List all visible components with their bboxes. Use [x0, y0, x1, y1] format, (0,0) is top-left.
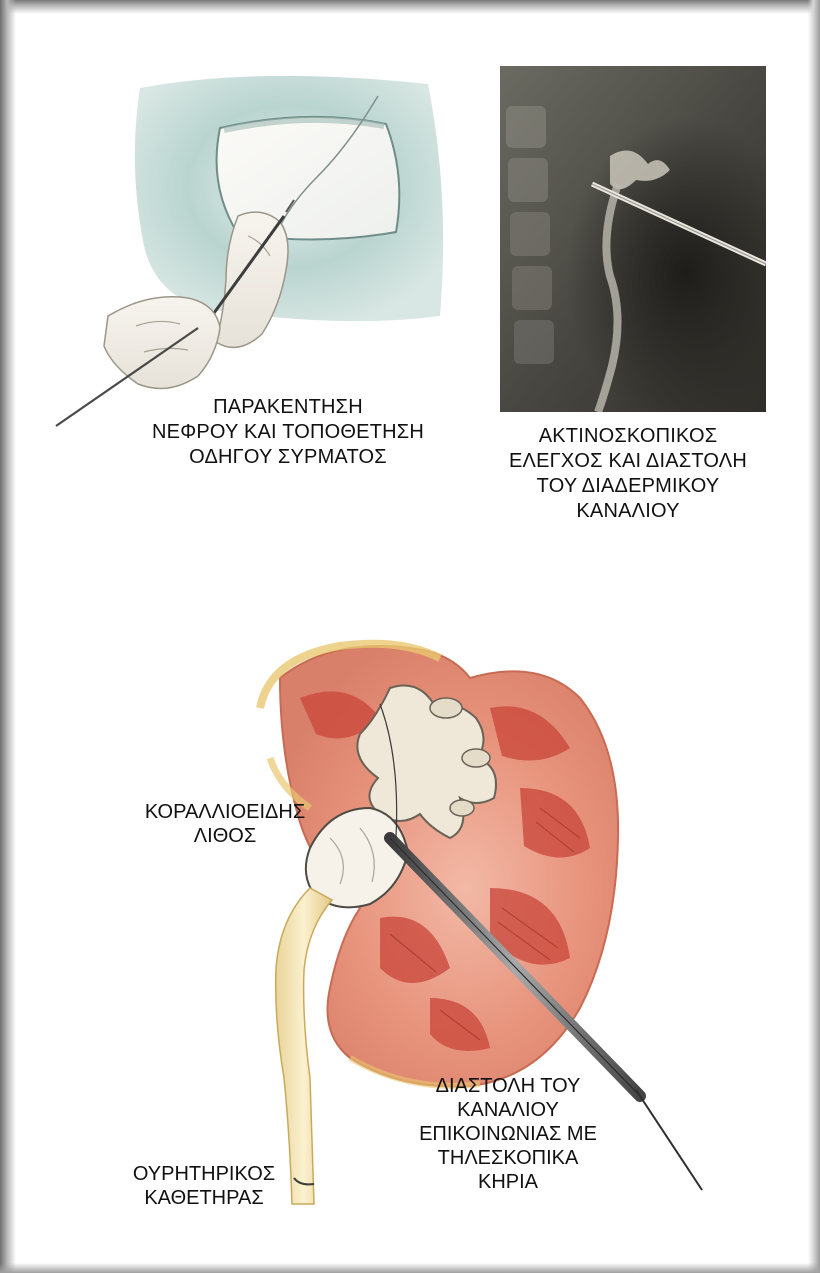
fluoroscopy-caption-line: ΤΟΥ ΔΙΑΔΕΡΜΙΚΟΥ [468, 474, 788, 499]
puncture-caption-line: ΟΔΗΓΟΥ ΣΥΡΜΑΤΟΣ [118, 445, 458, 470]
fluoroscopy-caption-line: ΑΚΤΙΝΟΣΚΟΠΙΚΟΣ [468, 424, 788, 449]
staghorn-stone-label-line: ΛΙΘΟΣ [118, 824, 332, 848]
ureter [276, 888, 332, 1204]
staghorn-stone-label: ΚΟΡΑΛΛΙΟΕΙΔΗΣ ΛΙΘΟΣ [118, 800, 332, 848]
dilation-label-line: ΔΙΑΣΤΟΛΗ ΤΟΥ [398, 1074, 618, 1098]
frame-shadow-right [808, 0, 820, 1273]
ureteral-catheter-label-line: ΚΑΘΕΤΗΡΑΣ [108, 1186, 300, 1210]
dilation-label-line: ΚΗΡΙΑ [398, 1170, 618, 1194]
frame-shadow-left [0, 0, 16, 1273]
puncture-caption-line: ΠΑΡΑΚΕΝΤΗΣΗ [118, 395, 458, 420]
fluoroscopy-caption-line: ΚΑΝΑΛΙΟΥ [468, 499, 788, 524]
dilation-label-line: ΤΗΛΕΣΚΟΠΙΚΑ [398, 1146, 618, 1170]
dilation-label-line: ΕΠΙΚΟΙΝΩΝΙΑΣ ΜΕ [398, 1122, 618, 1146]
staghorn-stone-label-line: ΚΟΡΑΛΛΙΟΕΙΔΗΣ [118, 800, 332, 824]
puncture-caption: ΠΑΡΑΚΕΝΤΗΣΗ ΝΕΦΡΟΥ ΚΑΙ ΤΟΠΟΘΕΤΗΣΗ ΟΔΗΓΟΥ… [118, 395, 458, 470]
frame-shadow-bottom [0, 1263, 820, 1273]
ureteral-catheter-label-line: ΟΥΡΗΤΗΡΙΚΟΣ [108, 1162, 300, 1186]
puncture-caption-line: ΝΕΦΡΟΥ ΚΑΙ ΤΟΠΟΘΕΤΗΣΗ [118, 420, 458, 445]
fluoroscopy-caption: ΑΚΤΙΝΟΣΚΟΠΙΚΟΣ ΕΛΕΓΧΟΣ ΚΑΙ ΔΙΑΣΤΟΛΗ ΤΟΥ … [468, 424, 788, 524]
puncture-illustration [48, 66, 458, 436]
ureteral-catheter-label: ΟΥΡΗΤΗΡΙΚΟΣ ΚΑΘΕΤΗΡΑΣ [108, 1162, 300, 1210]
fluoroscopy-caption-line: ΕΛΕΓΧΟΣ ΚΑΙ ΔΙΑΣΤΟΛΗ [468, 449, 788, 474]
lower-hand [104, 297, 220, 389]
fluoroscopy-image [500, 66, 766, 412]
dilation-label-line: ΚΑΝΑΛΙΟΥ [398, 1098, 618, 1122]
dilation-label: ΔΙΑΣΤΟΛΗ ΤΟΥ ΚΑΝΑΛΙΟΥ ΕΠΙΚΟΙΝΩΝΙΑΣ ΜΕ ΤΗ… [398, 1074, 618, 1194]
guide-wire-tip [636, 1090, 702, 1190]
frame-shadow-top [0, 0, 820, 14]
